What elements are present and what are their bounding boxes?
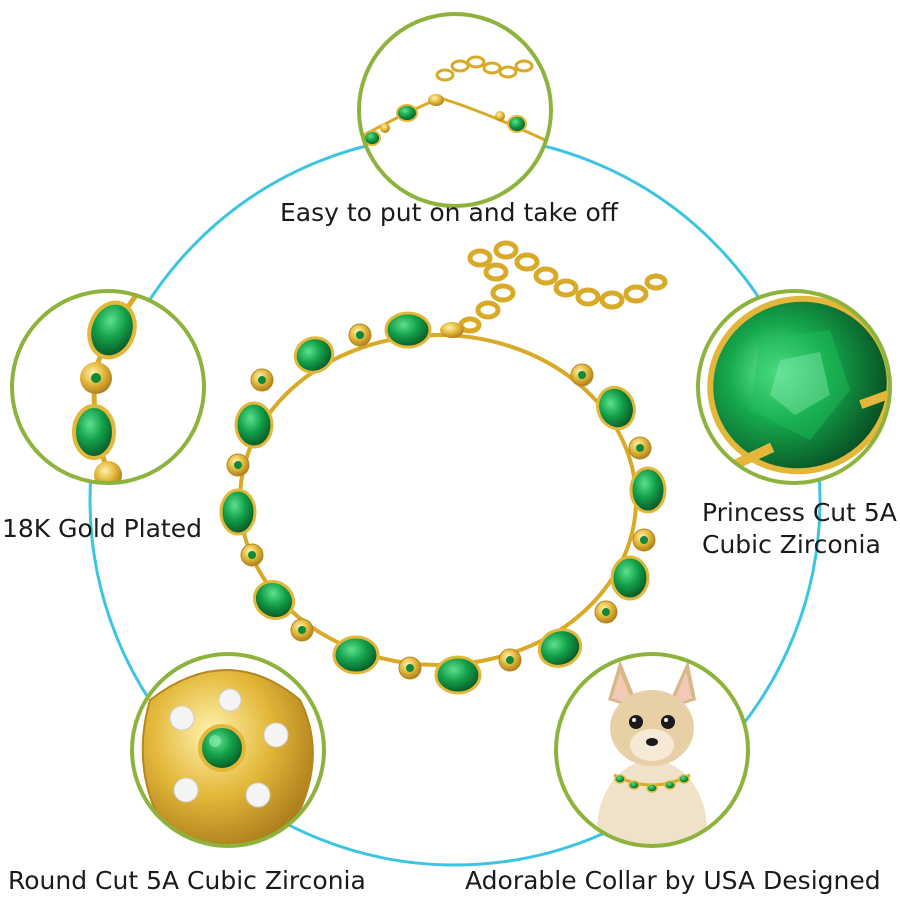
- feature-circle-round-cut: [130, 652, 326, 848]
- feature-circle-gold: [10, 289, 206, 485]
- feature-label-gold-plated: 18K Gold Plated: [2, 514, 202, 543]
- feature-circle-princess-cut: [696, 289, 892, 485]
- bracelet-image: [219, 240, 668, 695]
- feature-label-princess-cut: Princess Cut 5A Cubic Zirconia: [702, 497, 897, 561]
- feature-circle-clasp: [357, 12, 553, 208]
- feature-label-easy-clasp: Easy to put on and take off: [280, 198, 619, 227]
- feature-label-dog-collar: Adorable Collar by USA Designed: [465, 866, 881, 895]
- feature-label-princess-cut-line1: Princess Cut 5A: [702, 498, 897, 527]
- feature-circle-dog-collar: [554, 652, 750, 848]
- feature-label-princess-cut-line2: Cubic Zirconia: [702, 530, 881, 559]
- feature-label-round-cut: Round Cut 5A Cubic Zirconia: [8, 866, 366, 895]
